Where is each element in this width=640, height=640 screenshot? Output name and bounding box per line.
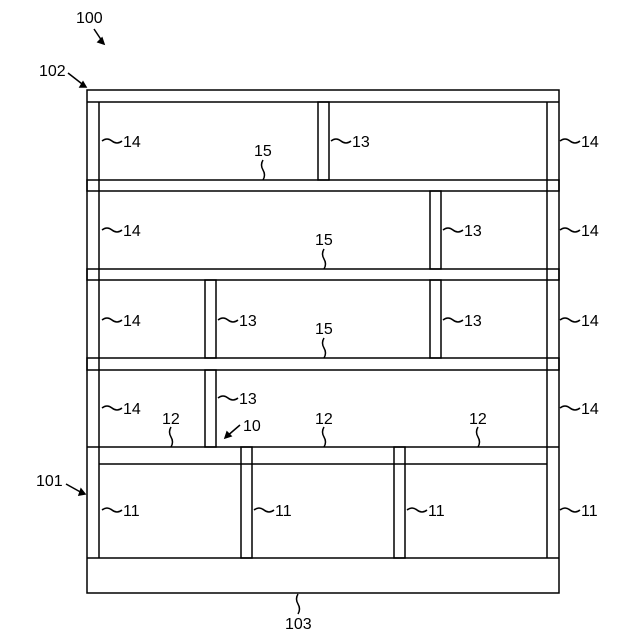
leader-11-d <box>560 508 580 512</box>
leader-103 <box>297 594 300 614</box>
label-14-r2-right: 14 <box>581 223 599 240</box>
post-row3-b <box>430 280 441 358</box>
leader-11-b <box>254 508 274 512</box>
label-14-r2-left: 14 <box>123 223 141 240</box>
leader-13-r3-b <box>443 318 463 322</box>
label-14-r4-right: 14 <box>581 401 599 418</box>
leader-13-r3-a <box>218 318 238 322</box>
leader-14-r1-right <box>560 139 580 143</box>
leader-13-r4 <box>218 396 238 400</box>
label-12-c: 12 <box>469 411 487 428</box>
label-13-r1: 13 <box>352 134 370 151</box>
label-14-r3-right: 14 <box>581 313 599 330</box>
post-row4 <box>205 370 216 447</box>
leader-14-r3-right <box>560 318 580 322</box>
leader-15-r1 <box>262 160 265 180</box>
label-14-r1-left: 14 <box>123 134 141 151</box>
label-15-r3: 15 <box>315 321 333 338</box>
label-12-b: 12 <box>315 411 333 428</box>
label-13-r2: 13 <box>464 223 482 240</box>
label-100: 100 <box>76 10 103 27</box>
leader-11-c <box>407 508 427 512</box>
label-13-r4: 13 <box>239 391 257 408</box>
post-row2 <box>430 191 441 269</box>
arrow-100-head <box>98 38 104 44</box>
leader-12-c <box>477 427 480 447</box>
leader-14-r4-left <box>102 406 122 410</box>
post-row1 <box>318 102 329 180</box>
leader-12-a <box>170 427 173 447</box>
leader-13-r1 <box>331 139 351 143</box>
leader-11-a <box>102 508 122 512</box>
label-15-r2: 15 <box>315 232 333 249</box>
label-14-r1-right: 14 <box>581 134 599 151</box>
leader-14-r4-right <box>560 406 580 410</box>
leader-14-r3-left <box>102 318 122 322</box>
label-11-b: 11 <box>275 503 292 520</box>
label-13-r3-a: 13 <box>239 313 257 330</box>
label-103: 103 <box>285 616 312 633</box>
separator-band-2 <box>87 269 559 280</box>
label-12-a: 12 <box>162 411 180 428</box>
leader-14-r1-left <box>102 139 122 143</box>
label-14-r4-left: 14 <box>123 401 141 418</box>
label-11-c: 11 <box>428 503 445 520</box>
leader-14-r2-right <box>560 228 580 232</box>
label-13-r3-b: 13 <box>464 313 482 330</box>
arrow-101-head <box>79 489 85 495</box>
label-10: 10 <box>243 418 261 435</box>
leader-14-r2-left <box>102 228 122 232</box>
label-102: 102 <box>39 63 66 80</box>
leader-15-r2 <box>323 249 326 269</box>
leader-13-r2 <box>443 228 463 232</box>
label-14-r3-left: 14 <box>123 313 141 330</box>
label-101: 101 <box>36 473 63 490</box>
leader-12-b <box>323 427 326 447</box>
label-15-r1: 15 <box>254 143 272 160</box>
post-row3-a <box>205 280 216 358</box>
leader-15-r3 <box>323 338 326 358</box>
label-11-d: 11 <box>581 503 598 520</box>
label-11-a: 11 <box>123 503 140 520</box>
separator-band-1 <box>87 180 559 191</box>
separator-band-3 <box>87 358 559 370</box>
